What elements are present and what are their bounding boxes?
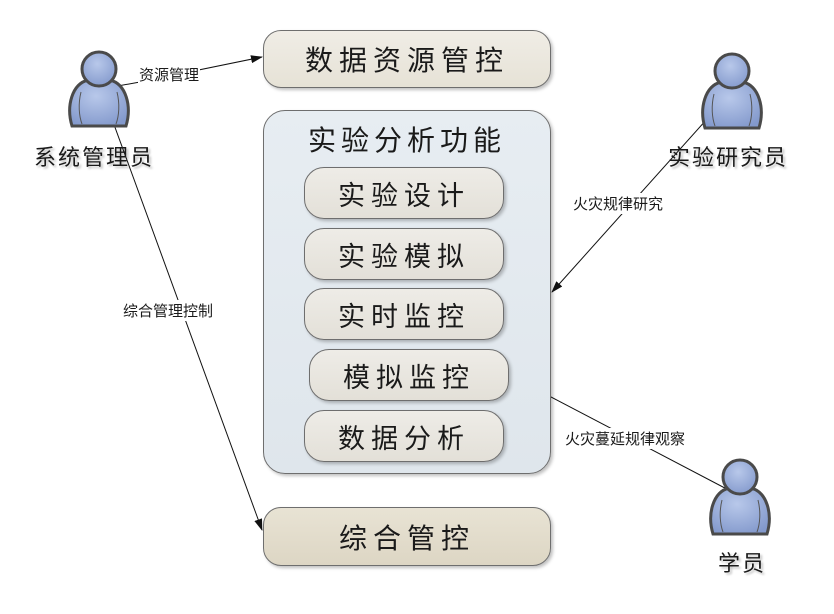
user-icon [709, 458, 771, 536]
actor-label-researcher: 实验研究员 [668, 146, 789, 171]
user-icon [68, 50, 130, 128]
experiment-design-box[interactable]: 实验设计 [304, 167, 504, 219]
data-resource-control-label: 数据资源管控 [304, 44, 509, 77]
experiment-analysis-title: 实验分析功能 [307, 124, 506, 157]
integrated-control-box[interactable]: 综合管控 [263, 507, 551, 566]
actor-label-admin: 系统管理员 [34, 146, 155, 171]
edge-label-integrated-control: 综合管理控制 [122, 300, 215, 321]
edge-label-fire-research: 火灾规律研究 [572, 193, 665, 214]
realtime-monitor-box[interactable]: 实时监控 [304, 288, 504, 340]
integrated-control-label: 综合管控 [338, 521, 475, 555]
user-icon [701, 52, 763, 130]
realtime-monitor-label: 实时监控 [338, 301, 470, 333]
experiment-analysis-container: 实验分析功能 实验设计 实验模拟 实时监控 模拟监控 数据分析 [263, 110, 551, 474]
simulation-monitor-label: 模拟监控 [343, 362, 475, 394]
actor-label-student: 学员 [718, 552, 767, 577]
data-resource-control-box[interactable]: 数据资源管控 [263, 30, 551, 88]
experiment-design-label: 实验设计 [338, 180, 470, 212]
edge-label-resource-management: 资源管理 [138, 64, 201, 85]
edge-label-fire-spread-observation: 火灾蔓延规律观察 [564, 428, 687, 449]
experiment-simulation-label: 实验模拟 [338, 241, 470, 273]
data-analysis-label: 数据分析 [338, 423, 470, 455]
experiment-simulation-box[interactable]: 实验模拟 [304, 228, 504, 280]
simulation-monitor-box[interactable]: 模拟监控 [309, 349, 509, 401]
data-analysis-box[interactable]: 数据分析 [304, 410, 504, 462]
